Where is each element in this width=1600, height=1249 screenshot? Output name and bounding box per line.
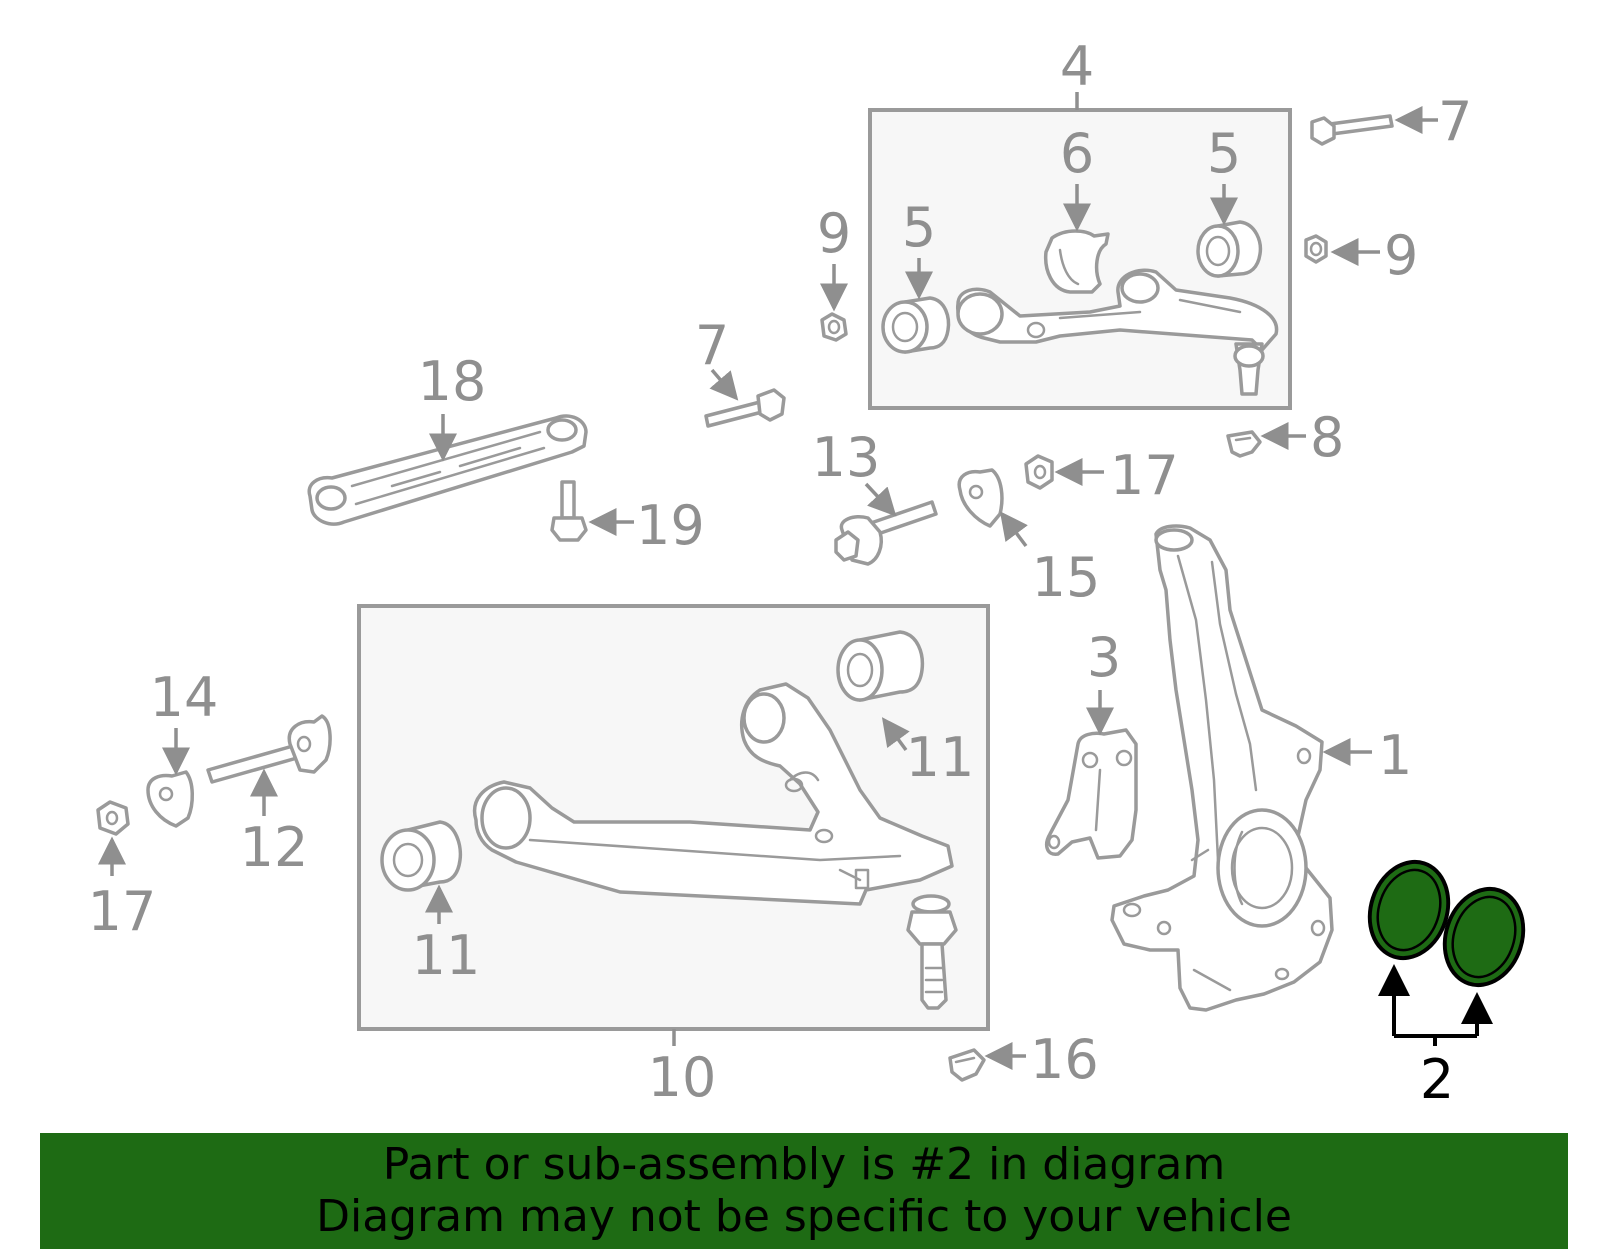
callout-7-upper: 7 <box>1438 90 1472 153</box>
callout-1: 1 <box>1378 724 1412 787</box>
bolt-7-middle <box>704 388 786 428</box>
callout-13: 13 <box>812 426 881 489</box>
callout-16: 16 <box>1030 1028 1099 1091</box>
callout-7-middle: 7 <box>695 314 729 377</box>
lower-control-arm-group: 10 11 11 <box>357 604 990 1109</box>
cam-bolt-12 <box>206 714 332 784</box>
callout-11-top: 11 <box>906 726 975 789</box>
callout-5-right: 5 <box>1207 122 1241 185</box>
banner-line-2: Diagram may not be specific to your vehi… <box>316 1191 1292 1242</box>
callout-14: 14 <box>150 666 219 729</box>
callout-4: 4 <box>1060 35 1094 98</box>
tie-link-18 <box>307 414 588 526</box>
lower-control-arm <box>472 682 954 906</box>
callout-9-right: 9 <box>1384 224 1418 287</box>
knuckle-bracket-3 <box>1044 728 1138 860</box>
callout-6: 6 <box>1060 122 1094 185</box>
upper-control-arm-group: 4 5 5 6 <box>868 35 1292 410</box>
upper-control-arm <box>956 268 1279 352</box>
cam-washer-15 <box>957 468 1004 528</box>
callout-3: 3 <box>1087 626 1121 689</box>
cam-bolt-13 <box>834 500 938 566</box>
cam-washer-14 <box>146 770 194 828</box>
callout-11-bottom: 11 <box>412 924 481 987</box>
lower-arm-bushing-bottom <box>380 820 463 892</box>
lower-ball-joint <box>906 894 958 1010</box>
callout-8: 8 <box>1310 406 1344 469</box>
callout-17-upper: 17 <box>1110 444 1179 507</box>
callout-9-left: 9 <box>817 202 851 265</box>
nut-17-lower <box>96 800 130 836</box>
callout-19: 19 <box>636 494 705 557</box>
upper-arm-bushing-right <box>1196 220 1263 278</box>
nut-17-upper <box>1024 454 1054 490</box>
callout-2: 2 <box>1420 1048 1454 1111</box>
steering-knuckle <box>1110 524 1334 1012</box>
banner-line-1: Part or sub-assembly is #2 in diagram <box>382 1139 1226 1190</box>
upper-arm-bracket <box>1043 229 1110 294</box>
callout-15: 15 <box>1032 546 1101 609</box>
bolt-7-upper <box>1310 114 1394 146</box>
callout-18: 18 <box>418 350 487 413</box>
bolt-19 <box>550 480 588 542</box>
nut-16 <box>948 1048 986 1082</box>
lower-arm-bushing-top <box>836 630 925 702</box>
callout-5-left: 5 <box>902 196 936 259</box>
nut-8 <box>1226 430 1262 458</box>
nut-9-right <box>1304 234 1328 264</box>
nut-9-left <box>820 312 848 342</box>
info-banner: Part or sub-assembly is #2 in diagram Di… <box>40 1133 1568 1249</box>
callout-10: 10 <box>648 1046 717 1109</box>
callout-17-lower: 17 <box>88 880 157 943</box>
callout-12: 12 <box>240 816 309 879</box>
upper-arm-bushing-left <box>881 296 951 354</box>
alignment-shim-2 <box>1367 859 1526 988</box>
